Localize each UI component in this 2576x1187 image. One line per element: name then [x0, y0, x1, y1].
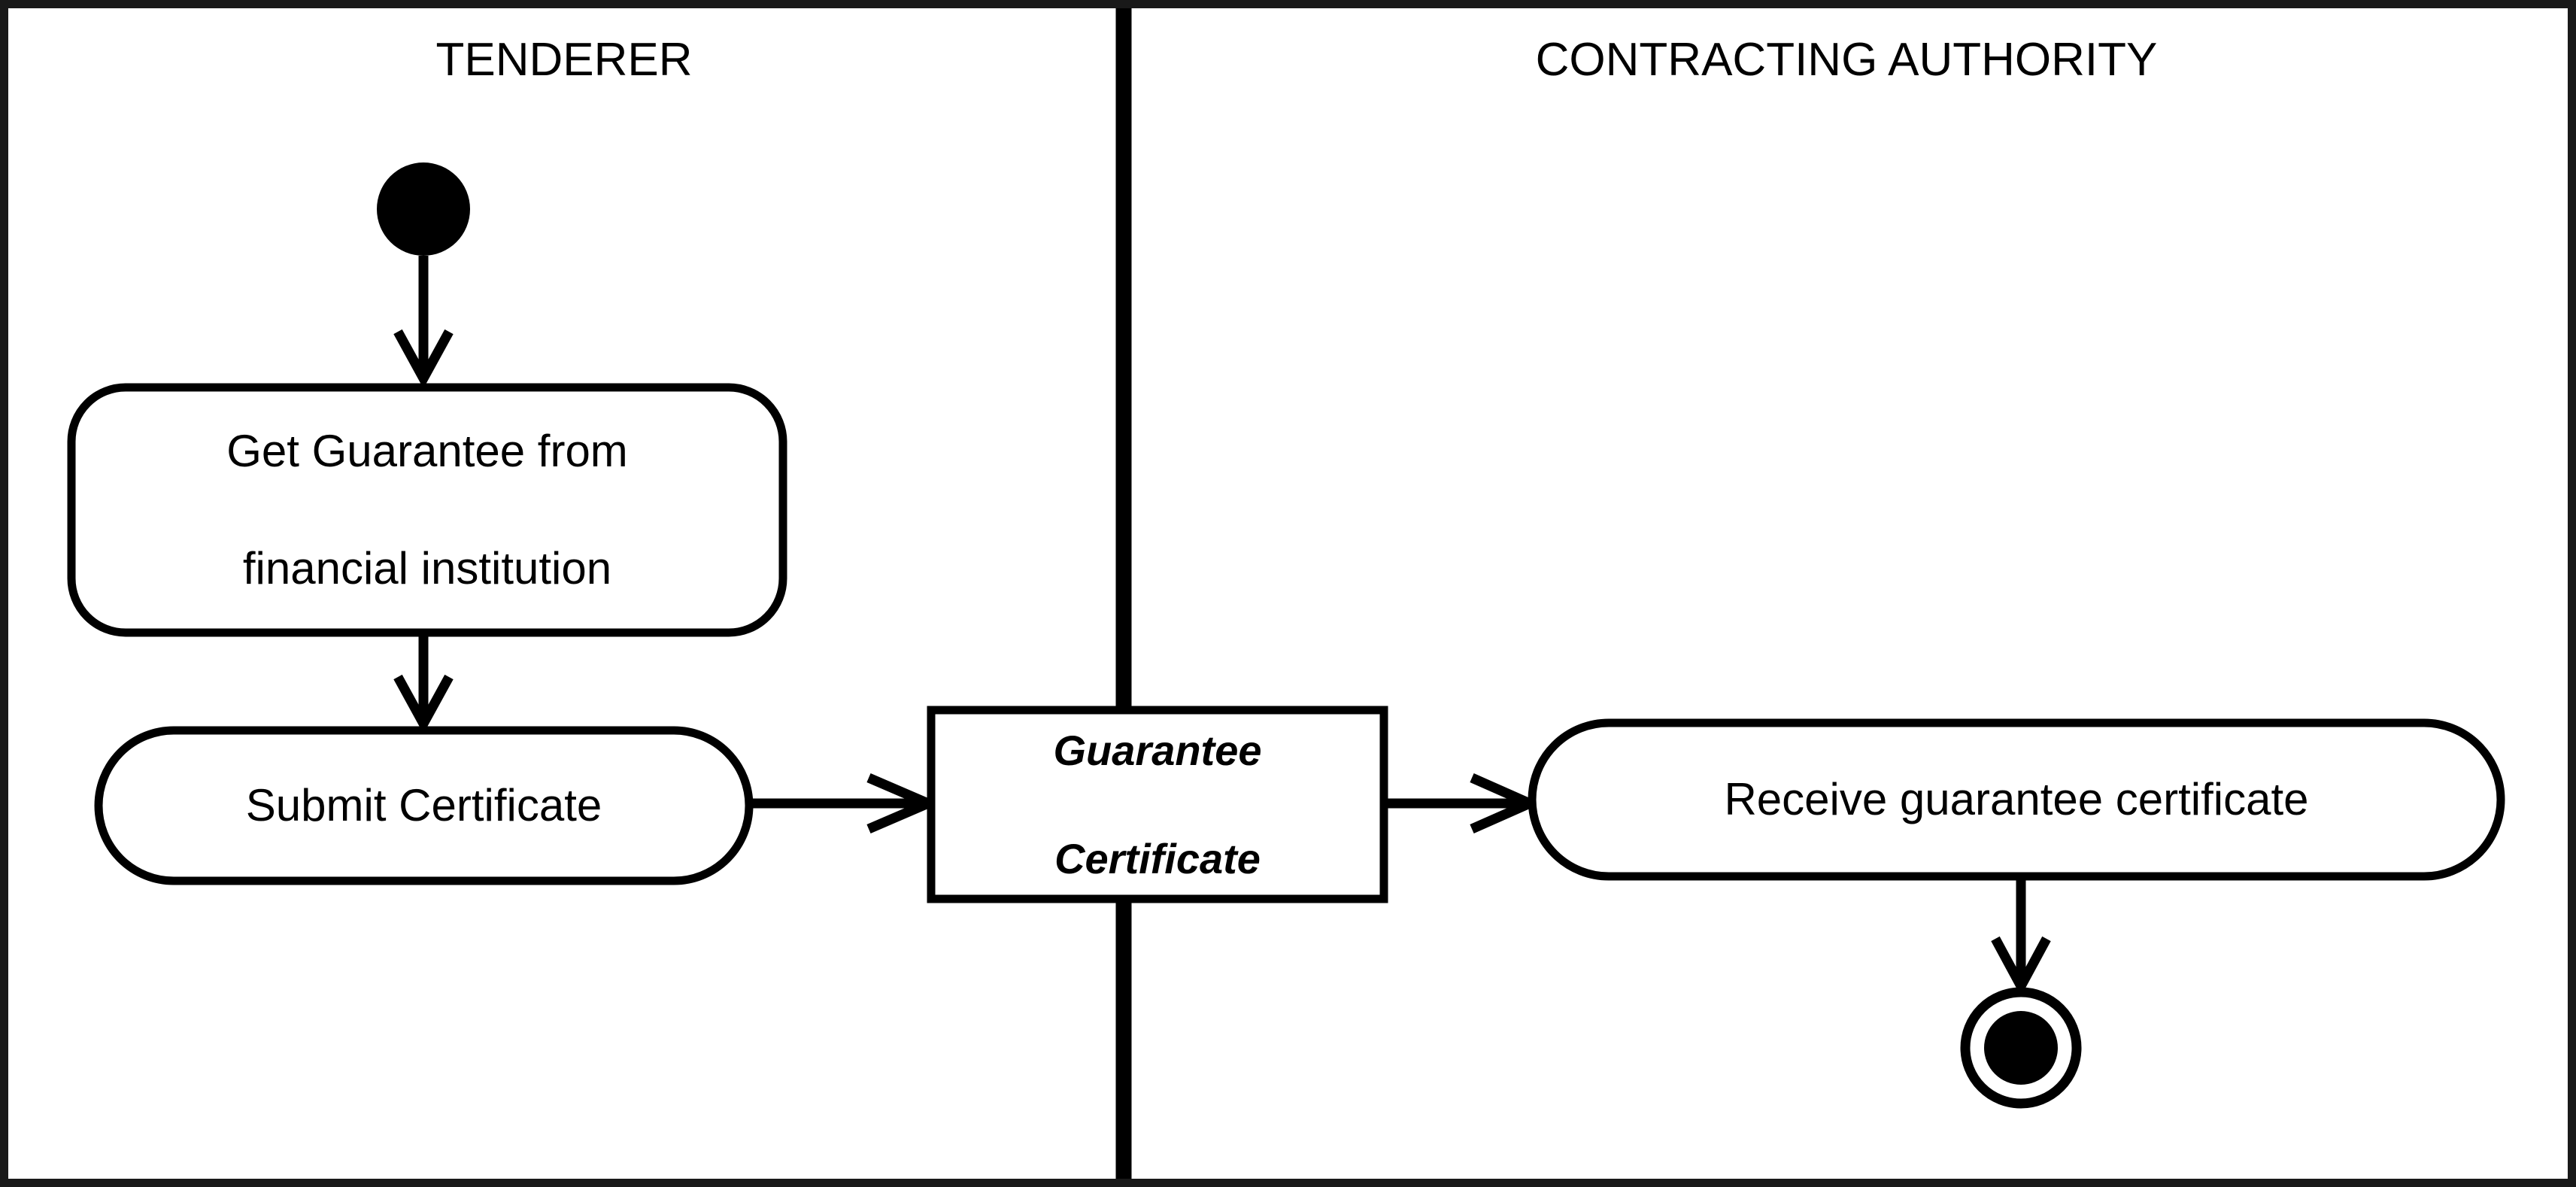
edge-receive-to-final	[1991, 876, 2051, 997]
action-get-guarantee[interactable]	[67, 383, 787, 637]
initial-node	[377, 162, 470, 256]
edge-initial-to-get-guarantee	[393, 256, 454, 389]
lane-title-tenderer: TENDERER	[435, 34, 693, 86]
object-node-guarantee-certificate[interactable]	[927, 706, 1388, 903]
action-receive-certificate[interactable]	[1528, 718, 2505, 881]
edge-get-guarantee-to-submit	[393, 636, 454, 734]
final-node	[1960, 987, 2082, 1109]
action-submit-certificate[interactable]	[94, 726, 754, 885]
lane-title-contracting-authority: CONTRACTING AUTHORITY	[1535, 34, 2158, 86]
